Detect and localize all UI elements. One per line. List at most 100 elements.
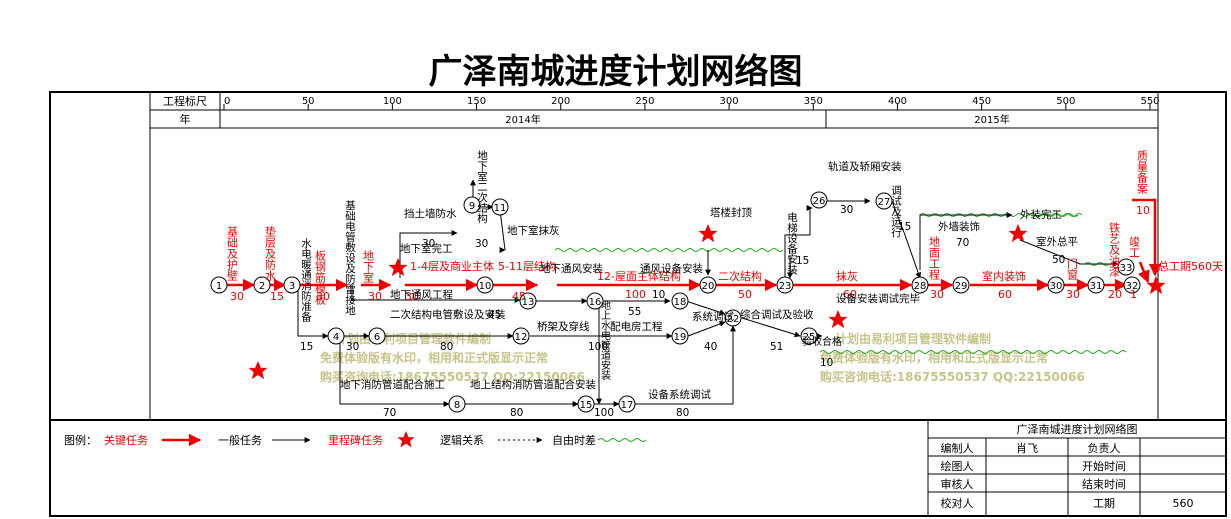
svg-text:30: 30 — [840, 204, 853, 216]
scale-tick-label: 550 — [1140, 96, 1159, 107]
svg-text:40: 40 — [704, 341, 717, 353]
event-node — [476, 276, 494, 294]
svg-text:绘图人: 绘图人 — [941, 459, 974, 473]
event-node-label: 15 — [580, 400, 593, 411]
event-node-label: 4 — [333, 332, 339, 343]
event-node — [519, 292, 537, 310]
svg-text:1: 1 — [1130, 288, 1137, 301]
svg-text:自由时差: 自由时差 — [552, 433, 596, 447]
event-node — [1087, 276, 1105, 294]
event-node — [586, 292, 604, 310]
milestone-stars — [248, 224, 1166, 380]
event-node-label: 19 — [674, 332, 687, 343]
event-node — [911, 276, 929, 294]
svg-text:编制人: 编制人 — [941, 441, 974, 455]
svg-text:60: 60 — [843, 288, 857, 301]
svg-text:80: 80 — [440, 341, 453, 353]
event-node — [1117, 258, 1135, 276]
svg-text:负责人: 负责人 — [1088, 441, 1121, 455]
svg-text:结束时间: 结束时间 — [1082, 478, 1126, 491]
svg-text:校对人: 校对人 — [941, 496, 974, 510]
svg-text:70: 70 — [383, 407, 396, 419]
critical-path-arrows — [226, 198, 1162, 292]
svg-text:30: 30 — [422, 238, 435, 250]
svg-text:基础及护壁: 基础及护壁 — [226, 226, 239, 281]
svg-text:二次结构: 二次结构 — [718, 269, 762, 283]
svg-text:15: 15 — [898, 221, 911, 233]
event-node — [210, 276, 228, 294]
star-icon — [1008, 224, 1028, 243]
event-node — [671, 292, 689, 310]
event-node-label: 17 — [621, 400, 634, 411]
event-node — [491, 198, 509, 216]
event-node — [618, 395, 636, 413]
svg-text:5-11层结构: 5-11层结构 — [498, 259, 556, 273]
svg-text:开始时间: 开始时间 — [1082, 459, 1126, 473]
svg-text:垫层及防水: 垫层及防水 — [264, 225, 277, 281]
svg-text:外装完工: 外装完工 — [1020, 208, 1062, 221]
scale-tick-label: 250 — [635, 96, 654, 107]
event-node-label: 30 — [1050, 281, 1063, 292]
event-node-label: 12 — [515, 332, 528, 343]
svg-text:设备系统调试: 设备系统调试 — [648, 388, 711, 401]
svg-text:51: 51 — [770, 341, 783, 353]
event-node-label: 16 — [589, 297, 602, 308]
event-node — [368, 327, 386, 345]
svg-text:外墙装饰: 外墙装饰 — [938, 220, 980, 233]
svg-text:配电房工程: 配电房工程 — [610, 320, 663, 333]
svg-text:80: 80 — [510, 407, 523, 419]
event-node-label: 28 — [914, 281, 927, 292]
svg-text:总工期560天: 总工期560天 — [1158, 259, 1223, 273]
svg-text:审核人: 审核人 — [941, 477, 974, 491]
outer-frame — [49, 91, 1227, 517]
year-2015: 2015年 — [974, 113, 1009, 126]
svg-text:10: 10 — [1136, 204, 1150, 217]
event-node-label: 20 — [702, 281, 715, 292]
svg-text:广泽南城进度计划网络图: 广泽南城进度计划网络图 — [1017, 422, 1138, 436]
event-node-label: 22 — [727, 314, 740, 325]
scale-tick-label: 450 — [972, 96, 991, 107]
svg-text:室外总平: 室外总平 — [1036, 235, 1078, 248]
svg-text:里程碑任务: 里程碑任务 — [328, 434, 383, 447]
event-node — [463, 196, 481, 214]
svg-text:70: 70 — [956, 237, 969, 249]
svg-text:100: 100 — [594, 407, 614, 419]
svg-text:20: 20 — [1108, 288, 1122, 301]
svg-text:地下通风工程: 地下通风工程 — [390, 288, 453, 301]
svg-text:地下通风安装: 地下通风安装 — [540, 262, 603, 275]
event-node-label: 32 — [1126, 281, 1139, 292]
scale-tick-label: 100 — [383, 96, 402, 107]
event-node — [800, 327, 818, 345]
title-block: 广泽南城进度计划网络图 编制人 肖飞 负责人 绘图人 开始时间 审核人 结束时间… — [927, 420, 1226, 516]
scale-tick-label: 200 — [551, 96, 570, 107]
normal-labels: 水电暖通消防准备 15 基础电管敷设及防雷接地 30 挡土墙防水 30 地下室二… — [300, 149, 1078, 419]
svg-text:50: 50 — [738, 288, 752, 301]
event-node-label: 3 — [289, 281, 295, 292]
event-node-label: 1 — [216, 281, 222, 292]
event-node — [512, 327, 530, 345]
event-node-label: 33 — [1120, 263, 1133, 274]
legend: 图例： 关键任务 一般任务 里程碑任务 逻辑关系 自由时差 — [64, 431, 647, 448]
svg-text:铁艺及油漆: 铁艺及油漆 — [1108, 222, 1121, 277]
svg-text:二次结构电管敷设及安装: 二次结构电管敷设及安装 — [390, 308, 506, 321]
event-node-label: 29 — [955, 281, 968, 292]
svg-text:12-屋面主体结构: 12-屋面主体结构 — [597, 269, 681, 283]
svg-text:地面工程: 地面工程 — [928, 236, 941, 281]
event-node-label: 9 — [469, 201, 475, 212]
critical-labels: 基础及护壁 30 垫层及防水 15 板钢筋模板 30 地下室 30 1-4层及商… — [226, 150, 1151, 306]
scale-tick-label: 50 — [302, 96, 315, 107]
svg-text:板钢筋模板: 板钢筋模板 — [314, 249, 327, 306]
svg-text:塔楼封顶: 塔楼封顶 — [710, 206, 752, 219]
svg-text:地下消防管道配合施工: 地下消防管道配合施工 — [340, 378, 445, 391]
event-node — [577, 395, 595, 413]
event-node-label: 23 — [779, 281, 792, 292]
star-icon — [698, 224, 718, 243]
svg-text:15: 15 — [300, 341, 313, 353]
scale-tick-label: 400 — [888, 96, 907, 107]
milestone-labels: 塔楼封顶 外装完工 验收合格 总工期560天 — [710, 206, 1223, 348]
svg-text:10: 10 — [820, 357, 833, 369]
svg-text:560: 560 — [1173, 497, 1194, 510]
svg-text:地下室二次结构: 地下室二次结构 — [476, 149, 488, 224]
event-node — [699, 276, 717, 294]
